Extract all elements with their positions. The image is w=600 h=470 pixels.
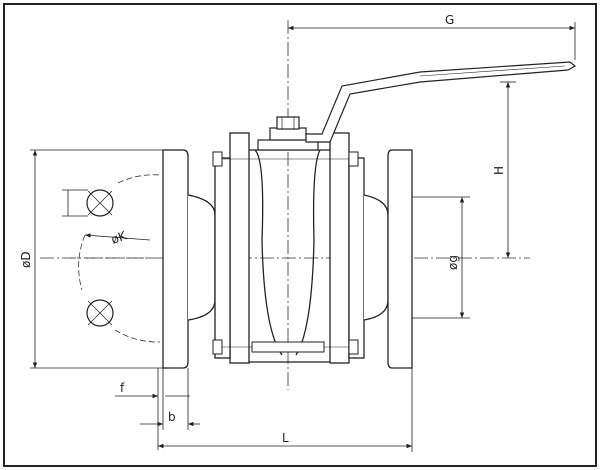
dim-label-f: f xyxy=(120,381,125,395)
valve-body xyxy=(214,132,365,364)
body-bolts xyxy=(212,151,359,355)
dim-label-D: øD xyxy=(19,251,33,268)
dim-label-K: øK xyxy=(109,228,129,247)
bolt-circle xyxy=(70,174,161,343)
left-flange xyxy=(162,149,216,369)
dim-label-H: H xyxy=(492,166,506,175)
dim-label-G: G xyxy=(445,13,454,27)
bolt-hole-lower xyxy=(86,299,114,327)
dim-label-L: L xyxy=(282,431,289,445)
bolt-hole-upper xyxy=(86,189,114,217)
dimension-lines xyxy=(30,22,576,452)
drawing-frame xyxy=(3,3,597,467)
right-flange xyxy=(363,149,413,369)
dim-label-b: b xyxy=(168,410,176,424)
stem-and-handle xyxy=(257,61,577,151)
centerlines xyxy=(40,20,530,390)
dim-label-g: øg xyxy=(446,255,460,270)
